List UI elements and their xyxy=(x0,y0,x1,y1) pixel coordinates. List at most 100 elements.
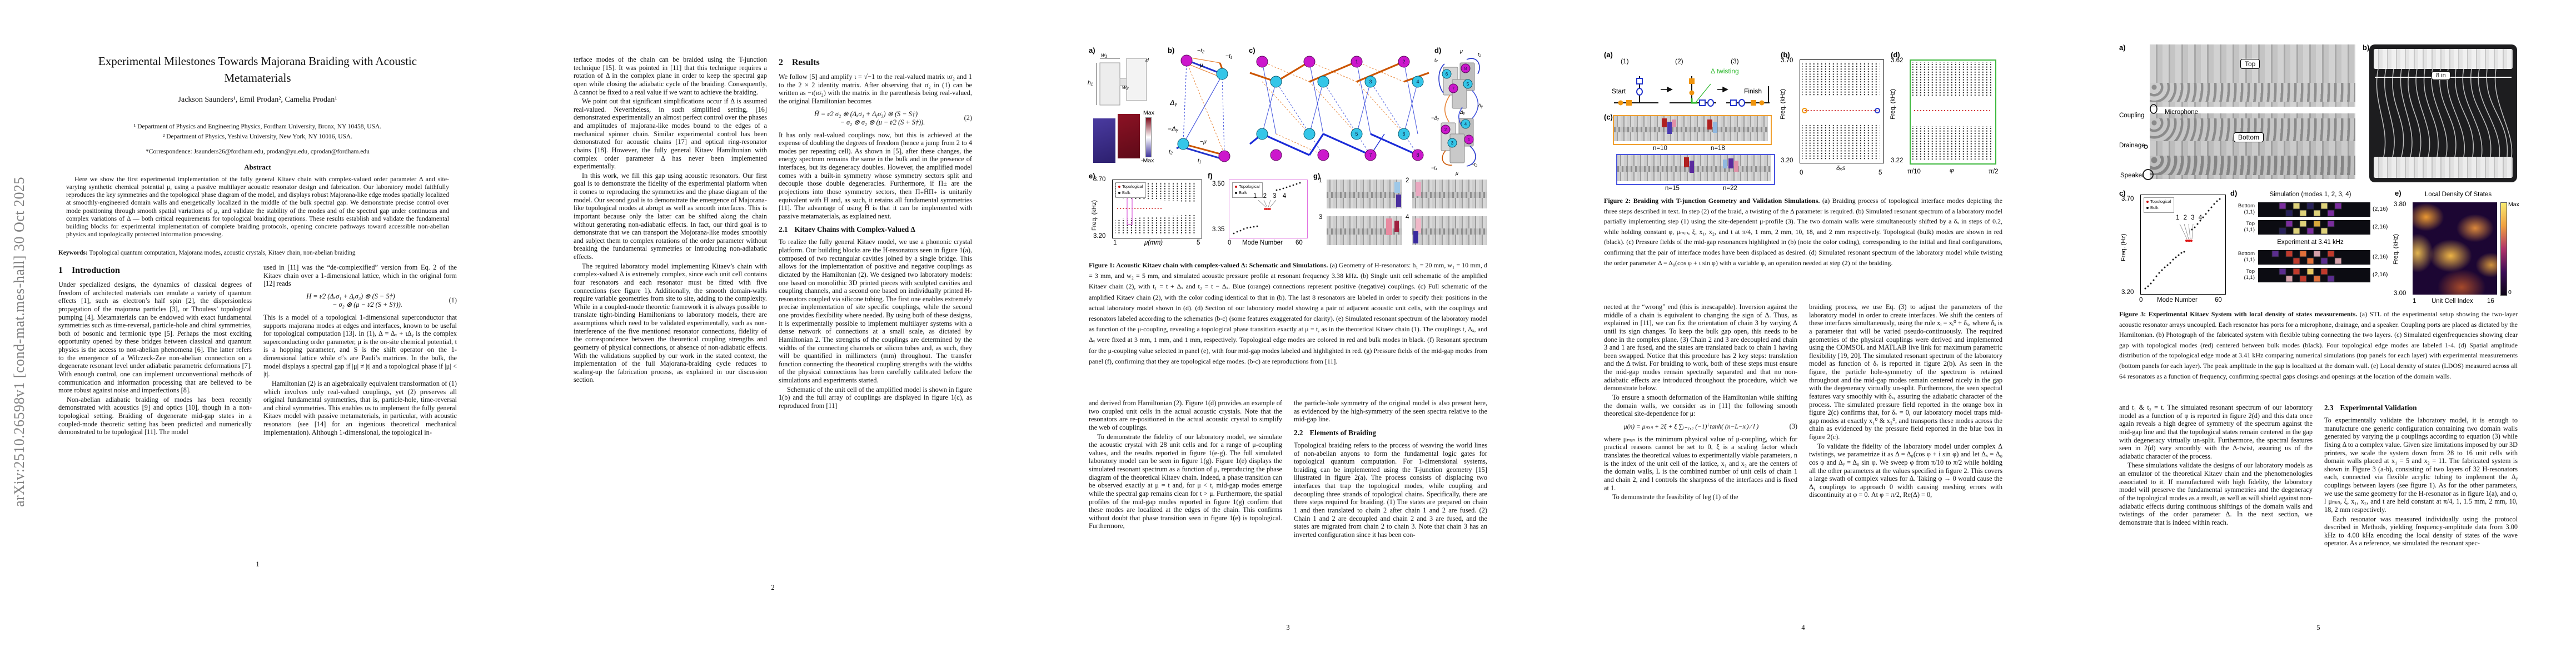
c-xtick-left: 0 xyxy=(2139,297,2143,303)
e-xlabel: μ(mm) xyxy=(1144,240,1163,246)
resonator-number: 2 xyxy=(1402,59,1405,64)
resonator-number: 6 xyxy=(1446,72,1448,77)
f-xtick-right: 60 xyxy=(1296,240,1303,246)
arxiv-watermark: arXiv:2510.26598v1 [cond-mat.mes-hall] 3… xyxy=(11,177,27,507)
exp-top-heatmap xyxy=(2258,268,2370,282)
f-xtick-left: 0 xyxy=(1228,240,1232,246)
c-xlabel: Mode Number xyxy=(2157,297,2198,303)
legend-topological: Topological xyxy=(1122,184,1143,189)
delta-twisting-label: Δ twisting xyxy=(1711,67,1739,75)
e-ylabel: Freq. (kHz) xyxy=(2393,234,2399,265)
experiment-title: Experiment at 3.41 kHz xyxy=(2277,239,2344,246)
subsection-title: Kitaev Chains with Complex-Valued Δ xyxy=(794,225,915,234)
resonator-number: 1 xyxy=(1355,59,1358,64)
exp-bottom-label: Bottom (1,1) xyxy=(2238,251,2255,263)
e-legend: Topological Bulk xyxy=(1115,182,1146,198)
n22-label: n=22 xyxy=(1723,185,1737,192)
page-number: 5 xyxy=(2316,624,2320,631)
panel-c-label: c) xyxy=(1249,46,1255,54)
step-3-label: (3) xyxy=(1731,57,1739,65)
subsection-number: 2.2 xyxy=(1294,428,1303,437)
drainage-port-label: Drainage xyxy=(2119,142,2145,149)
sim-bottom-heatmap xyxy=(2258,202,2370,217)
e-ylabel: Freq. (kHz) xyxy=(1091,200,1098,231)
paragraph: terface modes of the chain can be braide… xyxy=(574,56,767,96)
ldos-colorbar xyxy=(2500,202,2507,296)
fabricated-system-photo: 8 in xyxy=(2369,44,2517,182)
page-number: 4 xyxy=(1801,624,1805,631)
c-mode-numbers: 1 2 3 4 xyxy=(2176,215,2204,221)
affiliation-2: ² Department of Physics, Yeshiva Univers… xyxy=(162,133,353,140)
corner-label: (2,16) xyxy=(2373,223,2388,230)
panel-c-label: (c) xyxy=(1604,113,1613,121)
t-junction-diagram xyxy=(1614,76,1770,107)
paragraph: These simulations validate the designs o… xyxy=(2119,461,2313,526)
d-xtick-right: π/2 xyxy=(1989,168,1999,175)
colorbar-min-label: -Max xyxy=(1141,157,1154,164)
figure-1-caption: Figure 1: Acoustic Kitaev chain with com… xyxy=(1089,260,1487,367)
section-title: Results xyxy=(792,58,820,67)
simulation-title: Simulation (modes 1, 2, 3, 4) xyxy=(2269,191,2351,198)
paragraph: nected at the “wrong” end (this is inesc… xyxy=(1604,303,1797,392)
abstract-text: Here we show the first experimental impl… xyxy=(66,175,449,238)
d-plot-frame xyxy=(1910,59,1996,165)
resonator-number: 4 xyxy=(1416,79,1419,84)
start-label: Start xyxy=(1612,87,1626,95)
g-photo-number: 1 xyxy=(1319,177,1323,184)
ldos-max-label: Max xyxy=(2508,201,2519,208)
page-1: arXiv:2510.26598v1 [cond-mat.mes-hall] 3… xyxy=(0,0,515,667)
equation-line: μ(n) = μₘᵢₙ + 2ξ + ξ ∑ᵢ₌₁,₂ (−1)ⁱ tanh( … xyxy=(1623,423,1759,431)
b-ytick-bottom: 3.20 xyxy=(1781,157,1793,164)
panel-a-label: a) xyxy=(2119,43,2126,52)
pressure-profile-negative xyxy=(1093,118,1115,163)
paragraph: the particle-hole symmetry of the origin… xyxy=(1294,399,1487,424)
subsection-title: Experimental Validation xyxy=(2340,404,2417,412)
coupling-label-ndy: −Δᵧ xyxy=(1168,125,1179,133)
c-ytick-bottom: 3.20 xyxy=(2121,289,2134,296)
b-plot-frame xyxy=(1800,59,1884,163)
paragraph: Under specialized designs, the dynamics … xyxy=(58,281,252,395)
pressure-field-orange-box xyxy=(1613,115,1772,145)
page-4: (a) (1) (2) (3) xyxy=(1546,0,2061,667)
coupling-label-mu: μ xyxy=(1460,48,1463,54)
coupling-label-mu: μ xyxy=(1456,171,1458,176)
dim-h1-label: h₁ xyxy=(1088,79,1093,86)
section-title: Introduction xyxy=(72,266,120,275)
legend-topological: Topological xyxy=(2150,199,2171,204)
paragraph: To ensure a smooth deformation of the Ha… xyxy=(1604,393,1797,418)
coupling-label-t1: t₁ xyxy=(1478,52,1481,57)
coupling-label-ndy: −Δᵧ xyxy=(1431,115,1439,121)
h-resonator-sketch xyxy=(1096,58,1147,106)
e-xtick-right: 16 xyxy=(2487,298,2494,305)
ldos-heatmap xyxy=(2413,202,2497,295)
coupling-label-dy: Δᵧ xyxy=(1478,103,1483,108)
subsection-title: Elements of Braiding xyxy=(1309,428,1376,437)
subsection-heading-22: 2.2 Elements of Braiding xyxy=(1294,429,1487,437)
dim-d-label: d xyxy=(1145,57,1149,64)
figure-3: a) Top Bottom Coupling Microphone Draina… xyxy=(2119,43,2519,305)
chain-schematic: 1 2 3 4 5 6 7 8 xyxy=(1249,56,1429,161)
column-right: used in [11] was the “de-complexified” v… xyxy=(263,263,457,550)
paragraph: Non-abelian adiabatic braiding of modes … xyxy=(58,395,252,436)
resonator-number: 2 xyxy=(1444,127,1447,132)
coupling-label-t1: t₁ xyxy=(1198,157,1202,164)
resonator-number: 5 xyxy=(1467,82,1469,87)
d-spectrum xyxy=(1912,62,1991,160)
f-mode-numbers: 1 2 3 4 xyxy=(1253,193,1289,200)
page-number: 1 xyxy=(256,560,260,568)
e-xtick-right: 5 xyxy=(1197,240,1200,246)
abstract-heading: Abstract xyxy=(244,163,271,171)
resonator-number: 3 xyxy=(1369,79,1372,84)
lattice-photo-1 xyxy=(1327,180,1402,208)
bottom-layer-chip: Bottom xyxy=(2234,132,2264,142)
caption-body: (a) Braiding process of topological inte… xyxy=(1604,197,2002,267)
dim-w1-label: w₁ xyxy=(1101,52,1107,58)
paragraph: used in [11] was the “de-complexified” v… xyxy=(263,263,457,288)
pressure-field-blue-box xyxy=(1616,154,1775,185)
f-ytick-top: 3.50 xyxy=(1212,181,1225,187)
caption-head: Figure 1: Acoustic Kitaev chain with com… xyxy=(1089,261,1328,269)
panel-d-label: d) xyxy=(1434,46,1442,54)
paragraph: Schematic of the unit cell of the amplif… xyxy=(779,385,972,410)
